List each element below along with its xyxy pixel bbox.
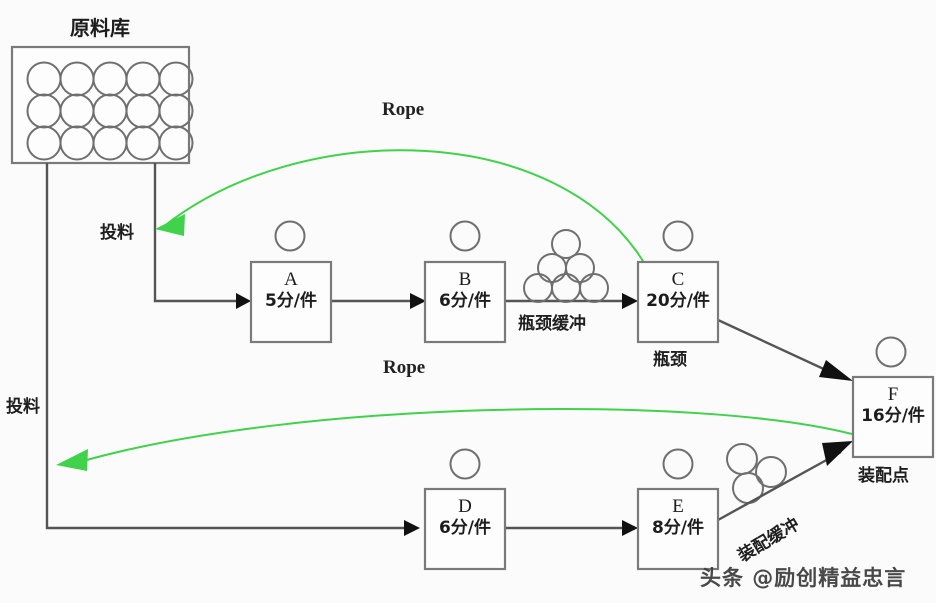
station-label-e: E 8分/件	[638, 497, 718, 539]
station-id-f: F	[887, 384, 899, 405]
feed-line-upper	[153, 163, 251, 309]
assembly-buffer-pile	[726, 443, 787, 504]
station-rate-f: 16分/件	[861, 406, 925, 426]
flow-e-to-f	[717, 441, 853, 522]
station-box-e	[636, 448, 720, 571]
watermark: 头条 @励创精益忠言	[700, 566, 907, 590]
raw-material-warehouse	[10, 45, 194, 165]
station-label-f: F 16分/件	[853, 385, 933, 427]
rope-upper	[155, 149, 647, 267]
station-rate-b: 6分/件	[438, 291, 492, 311]
bottleneck-buffer-label: 瓶颈缓冲	[518, 314, 586, 334]
station-rate-e: 8分/件	[651, 518, 705, 538]
station-box-a	[249, 220, 333, 344]
station-rate-c: 20分/件	[646, 291, 710, 311]
rope-label-upper: Rope	[382, 99, 425, 120]
station-box-b	[423, 220, 507, 344]
warehouse-title: 原料库	[70, 16, 130, 40]
feed-line-lower	[45, 163, 420, 536]
station-id-a: A	[284, 269, 298, 290]
flow-d-to-e	[505, 520, 638, 536]
station-label-c: C 20分/件	[638, 270, 718, 312]
station-id-d: D	[458, 496, 472, 517]
assembly-point-label: 装配点	[858, 466, 909, 486]
rope-lower	[56, 408, 853, 471]
station-id-e: E	[672, 496, 684, 517]
station-id-b: B	[458, 269, 472, 290]
flow-a-to-b	[331, 293, 426, 309]
station-box-f	[851, 336, 935, 459]
station-label-d: D 6分/件	[425, 497, 505, 539]
station-rate-a: 5分/件	[264, 291, 318, 311]
station-box-d	[423, 448, 507, 571]
station-rate-d: 6分/件	[438, 518, 492, 538]
station-box-c	[636, 220, 720, 344]
rope-label-lower: Rope	[383, 357, 426, 378]
feed-label-upper: 投料	[100, 223, 134, 243]
feed-label-lower: 投料	[6, 397, 40, 417]
flow-c-to-f	[717, 318, 853, 381]
station-id-c: C	[671, 269, 685, 290]
station-label-b: B 6分/件	[425, 270, 505, 312]
station-label-a: A 5分/件	[251, 270, 331, 312]
bottleneck-buffer-pile	[523, 229, 609, 303]
bottleneck-label: 瓶颈	[653, 350, 687, 370]
